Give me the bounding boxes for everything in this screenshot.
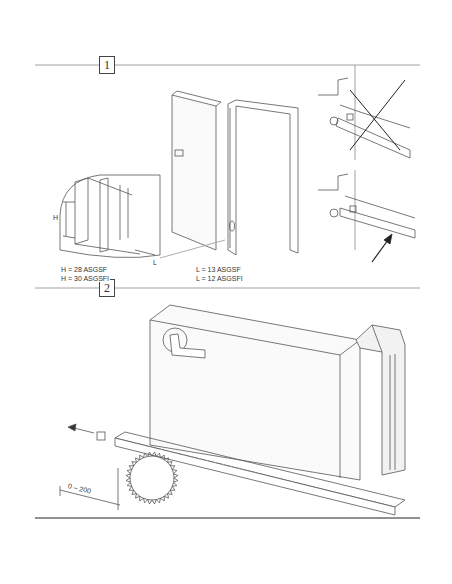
dimension-value: H = 28 ASGSF	[60, 266, 108, 273]
dimension-letter: H	[52, 214, 59, 221]
step-number: 2	[104, 282, 110, 294]
step-number: 1	[104, 59, 110, 71]
dimension-value: L = 13 ASGSF	[195, 266, 242, 273]
dimension-value: L = 12 ASGSFI	[195, 275, 244, 282]
dimension-letter: L	[152, 259, 158, 266]
step-number-box: 1	[99, 56, 115, 74]
dimension-value: H = 30 ASGSFI	[60, 275, 110, 282]
dimension-range: 0 – 200	[66, 482, 92, 495]
